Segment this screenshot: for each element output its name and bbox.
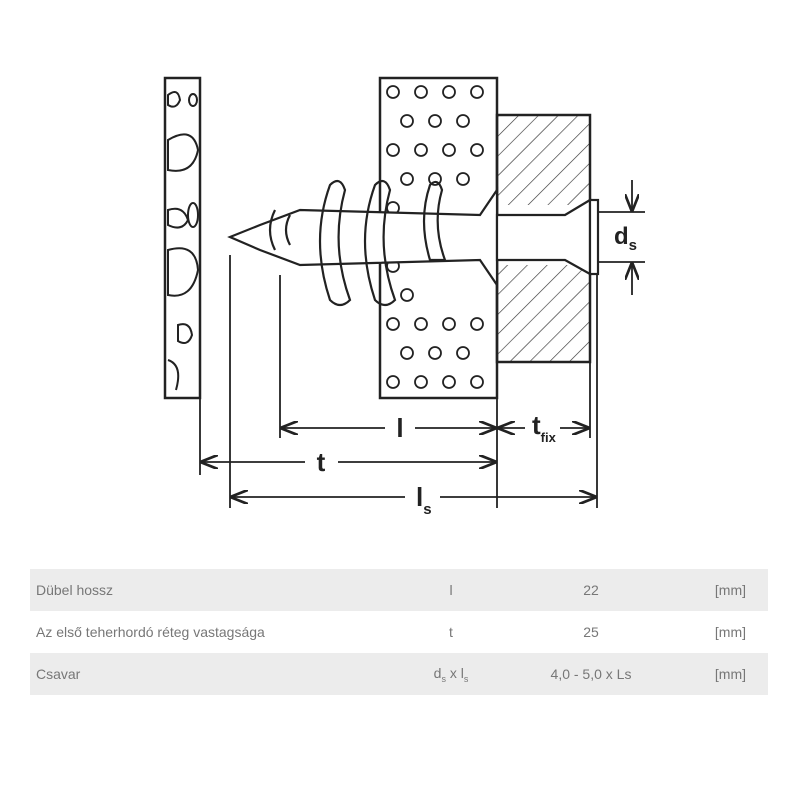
plasterboard-dot [456, 172, 470, 186]
anchor-technical-drawing: l tfix t ls ds [163, 76, 645, 518]
plasterboard-dot [442, 317, 456, 331]
plasterboard-dot [386, 143, 400, 157]
row-value: 4,0 - 5,0 x Ls [550, 666, 632, 682]
plasterboard-dot [400, 114, 414, 128]
plasterboard-dot [456, 114, 470, 128]
plasterboard-dot [442, 143, 456, 157]
row-symbol: t [449, 624, 453, 640]
row-value: 25 [583, 624, 599, 640]
plasterboard-dot [386, 317, 400, 331]
spec-table: Dübel hossz l 22 [mm] Az első teherhordó… [30, 569, 768, 695]
plasterboard-dot [386, 375, 400, 389]
plasterboard-dot [400, 346, 414, 360]
row-unit: [mm] [714, 666, 746, 682]
dim-label-ls: ls [416, 482, 432, 518]
row-symbol: ds x ls [433, 664, 469, 684]
plasterboard-dot [400, 172, 414, 186]
row-name: Az első teherhordó réteg vastagsága [36, 624, 265, 640]
plasterboard-dot [470, 85, 484, 99]
row-value: 22 [583, 582, 599, 598]
plasterboard-dot [414, 375, 428, 389]
plasterboard-dot [414, 143, 428, 157]
dim-label-t: t [317, 447, 326, 477]
anchor-and-screw [227, 179, 600, 307]
plasterboard-dot [428, 114, 442, 128]
row-name: Dübel hossz [36, 582, 114, 598]
dim-label-ds: ds [614, 223, 637, 254]
plasterboard-dot [442, 375, 456, 389]
table-row: Az első teherhordó réteg vastagsága t 25… [30, 611, 768, 653]
plasterboard-dot [414, 85, 428, 99]
row-unit: [mm] [714, 582, 746, 598]
plasterboard-dot [428, 346, 442, 360]
dim-label-tfix: tfix [532, 410, 557, 445]
plasterboard-dot [470, 143, 484, 157]
left-plate [163, 76, 202, 400]
row-name: Csavar [36, 666, 81, 682]
plasterboard-dot [456, 346, 470, 360]
plasterboard-dot [414, 317, 428, 331]
dimension-lines [199, 180, 645, 508]
plasterboard-dot [470, 317, 484, 331]
row-unit: [mm] [714, 624, 746, 640]
dim-label-l: l [396, 413, 403, 443]
plasterboard-dot [470, 375, 484, 389]
row-symbol: l [449, 582, 453, 598]
plasterboard-dot [428, 172, 442, 186]
table-row: Csavar ds x ls 4,0 - 5,0 x Ls [mm] [30, 653, 768, 695]
table-row: Dübel hossz l 22 [mm] [30, 569, 768, 611]
plasterboard-dot [400, 288, 414, 302]
plasterboard-dot [386, 85, 400, 99]
plasterboard-dot [442, 85, 456, 99]
